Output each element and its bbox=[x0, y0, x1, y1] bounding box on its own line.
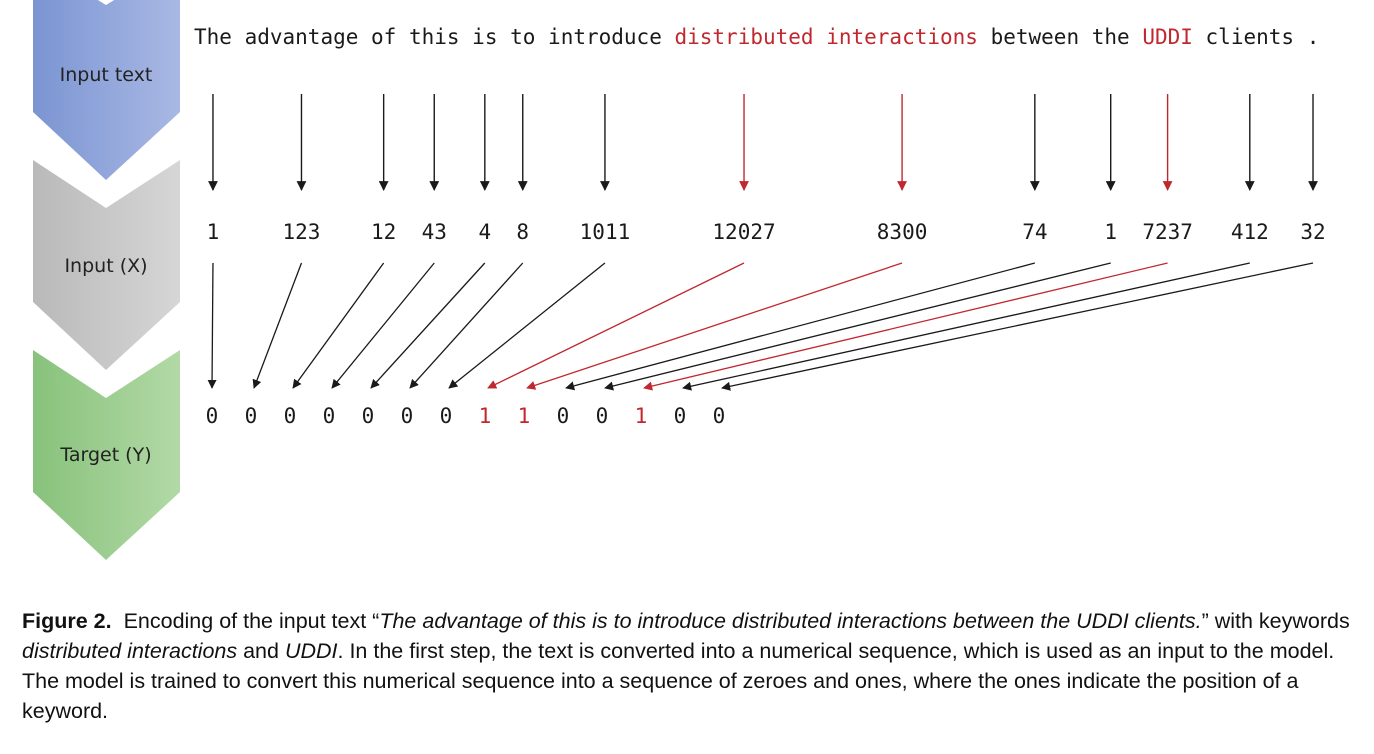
input-id-10: 1 bbox=[1104, 220, 1117, 244]
target-10: 0 bbox=[596, 404, 609, 428]
target-row: 0 0 0 0 0 0 0 1 1 0 0 1 0 0 bbox=[206, 404, 726, 428]
map-arrow-5 bbox=[409, 262, 524, 389]
target-9: 0 bbox=[557, 404, 570, 428]
map-arrow-0 bbox=[207, 262, 217, 389]
input-id-row: 1 123 12 43 4 8 1011 12027 8300 74 1 7237 412 32 bbox=[207, 220, 1326, 244]
target-11: 1 bbox=[635, 404, 648, 428]
id-to-target-arrows bbox=[207, 262, 1314, 391]
map-arrow-8 bbox=[526, 262, 903, 390]
input-id-4: 4 bbox=[478, 220, 491, 244]
token-12: clients bbox=[1193, 25, 1294, 49]
input-id-3: 43 bbox=[422, 220, 447, 244]
target-1: 0 bbox=[245, 404, 258, 428]
target-6: 0 bbox=[440, 404, 453, 428]
stage-label-target-y: Target (Y) bbox=[59, 444, 151, 466]
input-id-1: 123 bbox=[283, 220, 321, 244]
input-id-11: 7237 bbox=[1142, 220, 1193, 244]
input-id-9: 74 bbox=[1022, 220, 1047, 244]
figure-label: Figure 2. bbox=[22, 609, 112, 633]
token-9: between bbox=[978, 25, 1079, 49]
stage-chevron-input-x: Input (X) bbox=[33, 160, 180, 370]
token-5: to bbox=[497, 25, 535, 49]
map-arrow-10 bbox=[604, 262, 1111, 391]
token-8: interactions bbox=[814, 25, 978, 49]
caption-keyword-2: UDDI bbox=[284, 639, 338, 663]
input-id-5: 8 bbox=[516, 220, 529, 244]
map-arrow-7 bbox=[487, 262, 745, 389]
caption-quote: The advantage of this is to introduce di… bbox=[379, 609, 1202, 633]
stage-label-input-x: Input (X) bbox=[64, 255, 147, 277]
map-arrow-9 bbox=[565, 262, 1036, 391]
input-id-8: 8300 bbox=[877, 220, 928, 244]
target-2: 0 bbox=[284, 404, 297, 428]
map-arrow-11 bbox=[643, 262, 1168, 391]
map-arrow-12 bbox=[682, 262, 1250, 391]
token-3: this bbox=[396, 25, 459, 49]
input-id-12: 412 bbox=[1231, 220, 1269, 244]
target-4: 0 bbox=[362, 404, 375, 428]
target-0: 0 bbox=[206, 404, 219, 428]
token-to-id-arrows bbox=[208, 94, 1318, 191]
target-13: 0 bbox=[713, 404, 726, 428]
target-8: 1 bbox=[518, 404, 531, 428]
caption-part-1: Encoding of the input text “ bbox=[123, 609, 380, 633]
target-3: 0 bbox=[323, 404, 336, 428]
token-10: the bbox=[1079, 25, 1130, 49]
token-1: advantage bbox=[232, 25, 358, 49]
map-arrow-6 bbox=[448, 262, 606, 389]
token-4: is bbox=[460, 25, 498, 49]
input-text-sentence: The advantage of this is to introduce di… bbox=[194, 25, 1319, 49]
token-2: of bbox=[358, 25, 396, 49]
token-6: introduce bbox=[535, 25, 661, 49]
input-id-6: 1011 bbox=[580, 220, 631, 244]
map-arrow-4 bbox=[370, 262, 486, 389]
token-7: distributed bbox=[662, 25, 814, 49]
figure-caption: Figure 2. Encoding of the input text “Th… bbox=[22, 606, 1357, 726]
caption-keyword-1: distributed interactions bbox=[22, 639, 238, 663]
stage-label-input-text: Input text bbox=[60, 64, 153, 86]
caption-part-2: ” with keywords bbox=[1201, 609, 1350, 633]
target-5: 0 bbox=[401, 404, 414, 428]
target-7: 1 bbox=[479, 404, 492, 428]
token-11: UDDI bbox=[1130, 25, 1193, 49]
input-id-2: 12 bbox=[371, 220, 396, 244]
input-id-7: 12027 bbox=[712, 220, 775, 244]
map-arrow-3 bbox=[331, 262, 435, 389]
stage-chevron-input-text: Input text bbox=[33, 0, 180, 180]
caption-part-4: . In the first step, the text is convert… bbox=[22, 639, 1335, 723]
input-id-13: 32 bbox=[1300, 220, 1325, 244]
map-arrow-1 bbox=[252, 262, 303, 389]
token-0: The bbox=[194, 25, 232, 49]
map-arrow-2 bbox=[292, 262, 385, 389]
caption-part-3: and bbox=[237, 639, 285, 663]
stage-chevron-target-y: Target (Y) bbox=[33, 350, 180, 560]
input-id-0: 1 bbox=[207, 220, 220, 244]
target-12: 0 bbox=[674, 404, 687, 428]
token-13: . bbox=[1294, 25, 1319, 49]
map-arrow-13 bbox=[721, 262, 1314, 391]
